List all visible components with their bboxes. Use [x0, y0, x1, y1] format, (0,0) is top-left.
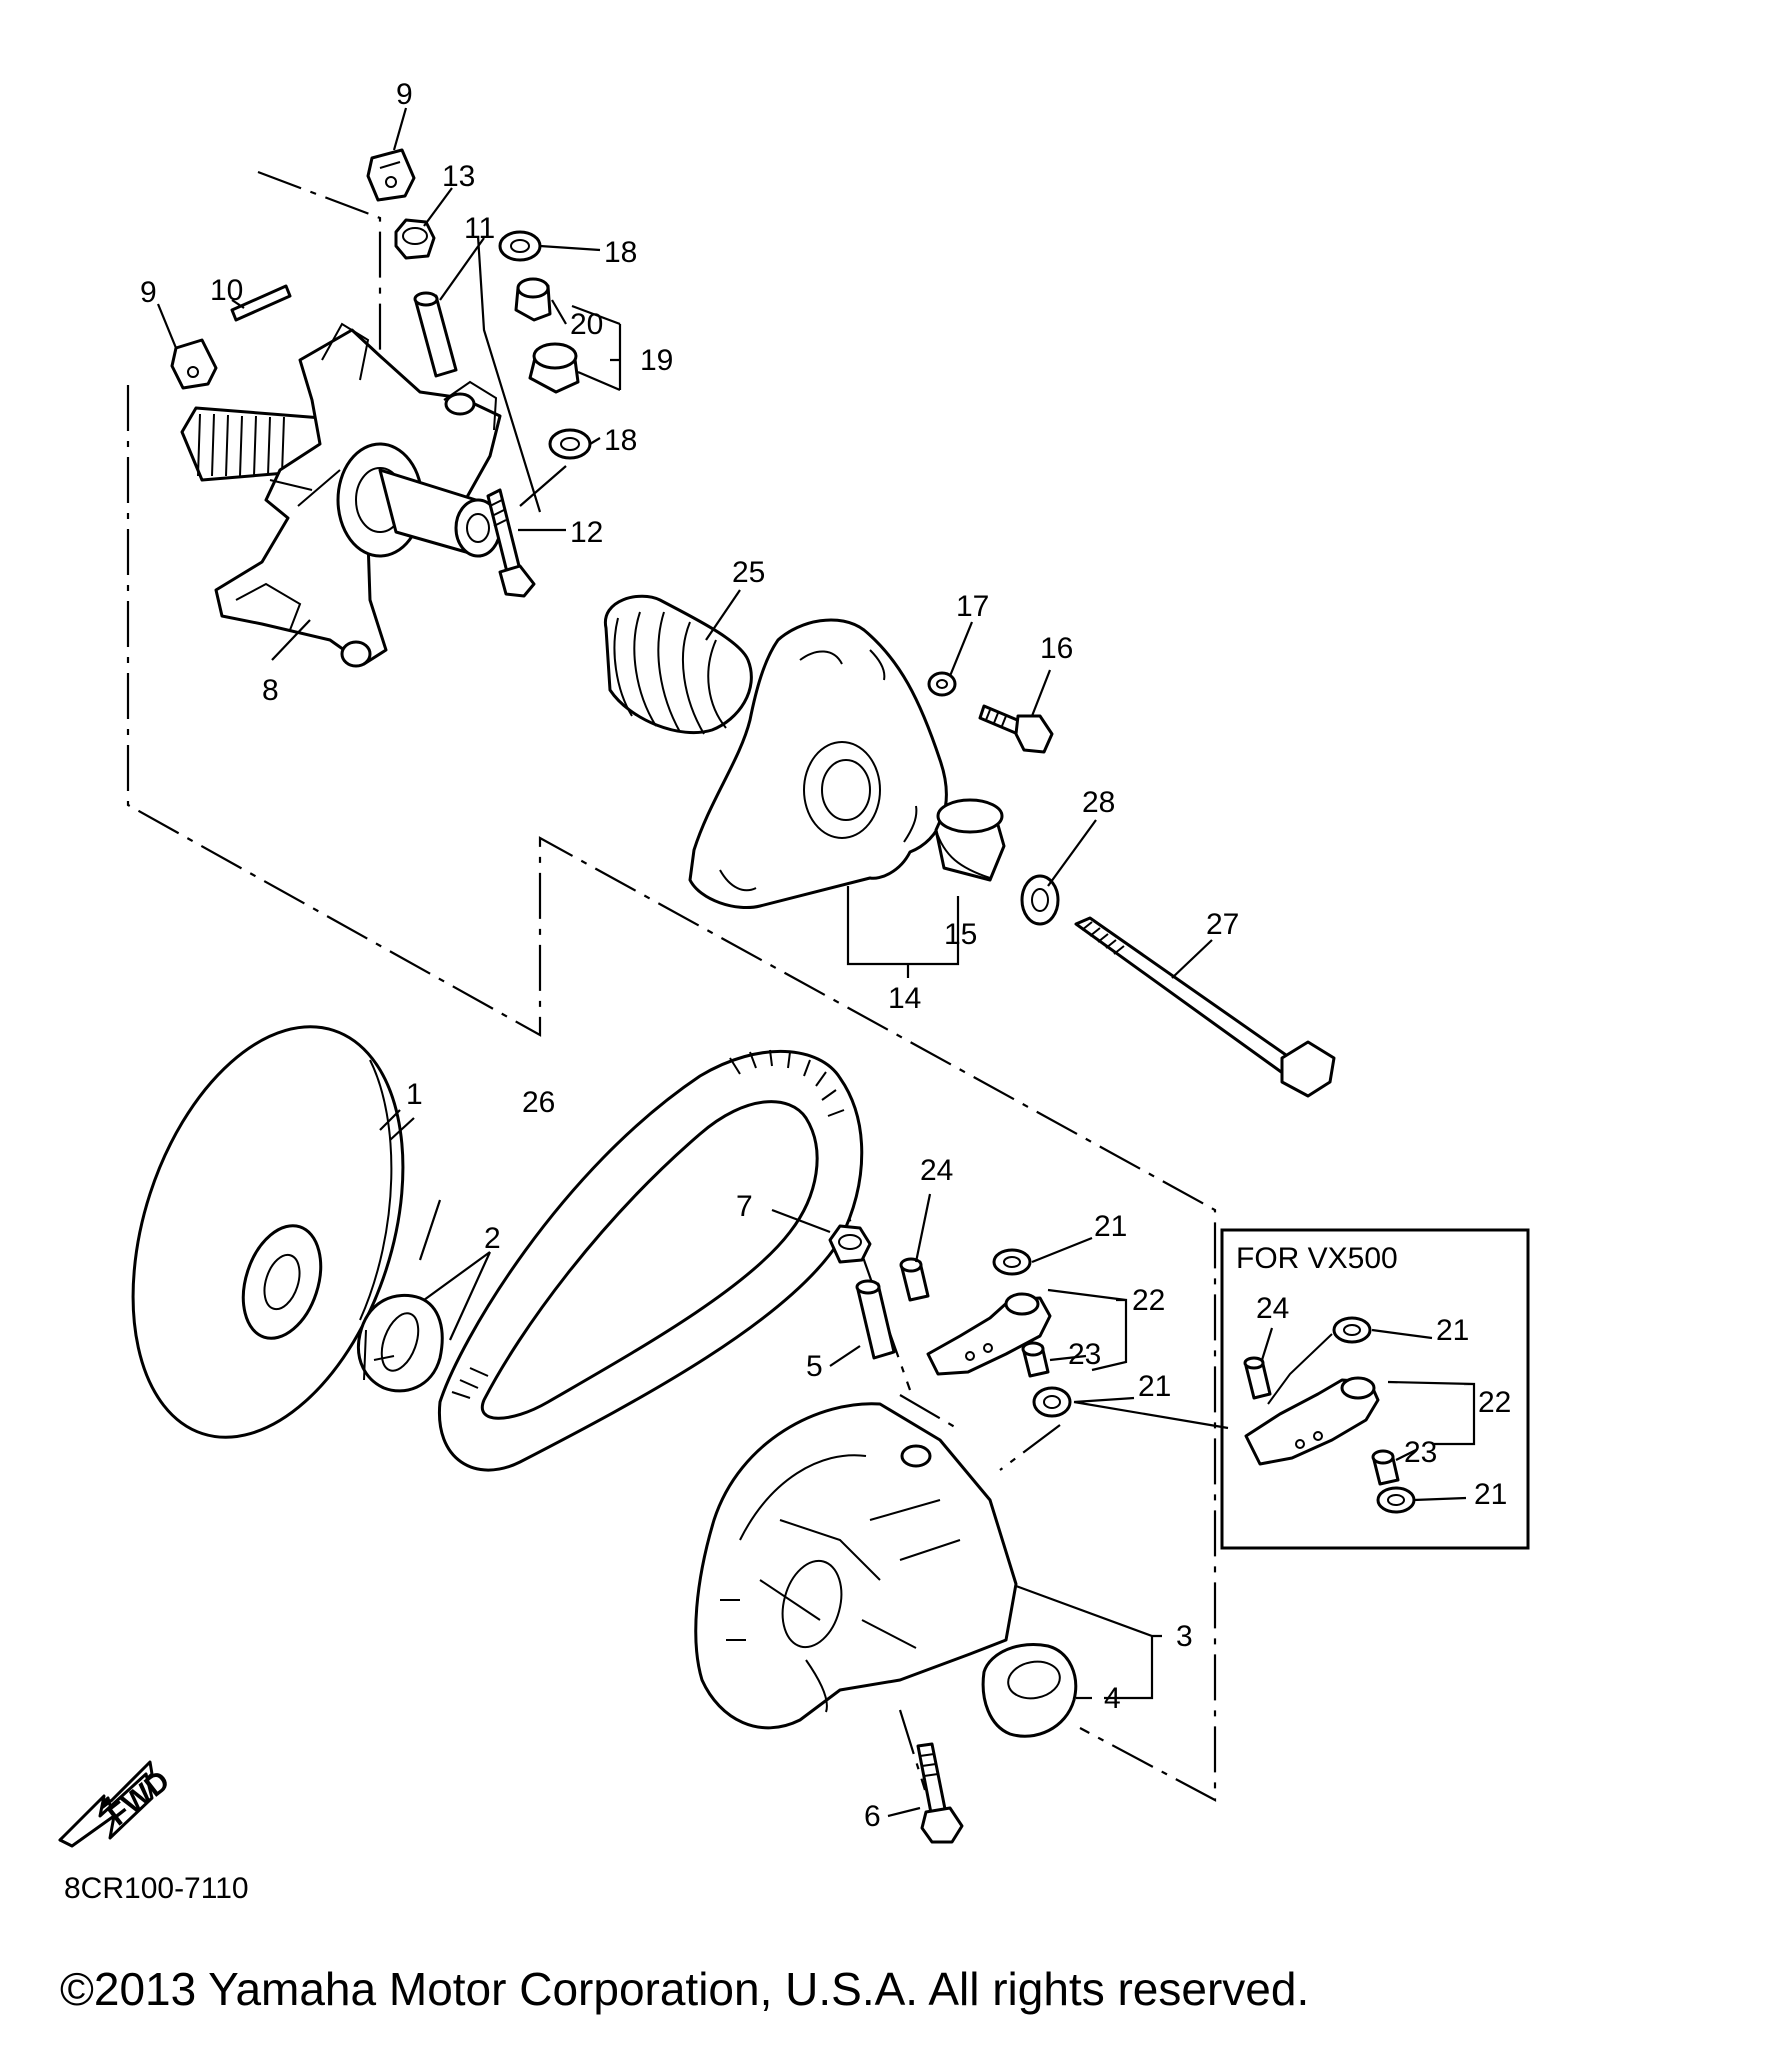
part-14-sheave-cover — [688, 618, 948, 910]
part-number-labels: 9 13 11 18 20 19 18 12 9 10 8 25 17 16 2… — [64, 78, 1511, 1905]
label-16: 16 — [1040, 632, 1073, 665]
part-12-bolt — [486, 488, 536, 598]
part-10-pin — [230, 284, 292, 322]
label-5: 5 — [806, 1350, 823, 1383]
drawing-code: 8CR100-7110 — [64, 1872, 249, 1905]
label-8: 8 — [262, 674, 279, 707]
inset-label-24: 24 — [1256, 1292, 1289, 1325]
inset-label-23: 23 — [1404, 1436, 1437, 1469]
copyright-notice: ©2013 Yamaha Motor Corporation, U.S.A. A… — [60, 1963, 1310, 2015]
part-4-bushing — [981, 1642, 1078, 1738]
part-9-weight-clip-upper — [366, 148, 416, 202]
label-6: 6 — [864, 1800, 881, 1833]
label-14: 14 — [888, 982, 921, 1015]
part-16-bolt — [978, 704, 1054, 754]
fwd-arrow-icon: FWD — [58, 1760, 176, 1848]
inset-label-21-upper: 21 — [1436, 1314, 1469, 1347]
part-7-nut — [828, 1224, 872, 1264]
part-8-spider-hub — [180, 322, 502, 668]
label-4: 4 — [1104, 1682, 1121, 1715]
part-9-weight-clip-lower — [170, 338, 218, 390]
part-11-roller-pin — [413, 291, 458, 378]
part-22-weight-arm — [926, 1292, 1052, 1376]
label-21-lower: 21 — [1138, 1370, 1171, 1403]
part-27-long-bolt — [1074, 916, 1336, 1098]
label-18-lower: 18 — [604, 424, 637, 457]
label-23: 23 — [1068, 1338, 1101, 1371]
part-6-bolt — [916, 1742, 964, 1844]
part-2-collar — [357, 1293, 444, 1393]
part-17-washer — [927, 671, 957, 697]
part-15-bushing — [934, 798, 1006, 882]
label-24: 24 — [920, 1154, 953, 1187]
inset-for-vx500 — [1220, 1228, 1530, 1550]
label-2: 2 — [484, 1222, 501, 1255]
label-13: 13 — [442, 160, 475, 193]
part-1-fixed-sheave — [131, 1025, 405, 1439]
part-18-washer-lower — [548, 428, 592, 460]
part-25-spring — [604, 594, 753, 735]
part-3-moveable-sheave — [694, 1402, 1018, 1730]
label-17: 17 — [956, 590, 989, 623]
inset-title: FOR VX500 — [1236, 1242, 1398, 1275]
label-22: 22 — [1132, 1284, 1165, 1317]
label-12: 12 — [570, 516, 603, 549]
part-28-washer — [1020, 874, 1060, 926]
label-10: 10 — [210, 274, 243, 307]
label-18-upper: 18 — [604, 236, 637, 269]
part-23-bushing — [1021, 1341, 1050, 1378]
part-20-bushing — [514, 277, 552, 322]
label-11: 11 — [464, 212, 495, 245]
part-26-drive-belt — [437, 1049, 864, 1472]
part-5-pin — [855, 1279, 896, 1360]
leader-lines — [156, 107, 1476, 1818]
label-26: 26 — [522, 1086, 555, 1119]
inset-label-22: 22 — [1478, 1386, 1511, 1419]
label-25: 25 — [732, 556, 765, 589]
label-28: 28 — [1082, 786, 1115, 819]
label-19: 19 — [640, 344, 673, 377]
label-3: 3 — [1176, 1620, 1193, 1653]
label-1: 1 — [406, 1078, 423, 1111]
part-19-roller — [528, 342, 580, 394]
label-27: 27 — [1206, 908, 1239, 941]
part-21-washer-lower — [1032, 1386, 1072, 1418]
label-21-upper: 21 — [1094, 1210, 1127, 1243]
label-20: 20 — [570, 308, 603, 341]
label-7: 7 — [736, 1190, 753, 1223]
part-24-pin — [899, 1257, 930, 1302]
label-9-upper: 9 — [396, 78, 413, 111]
label-9-lower: 9 — [140, 276, 157, 309]
part-21-washer-upper — [992, 1248, 1032, 1276]
part-13-nut — [394, 218, 436, 260]
label-15: 15 — [944, 918, 977, 951]
part-18-washer-upper — [498, 230, 542, 262]
inset-label-21-lower: 21 — [1474, 1478, 1507, 1511]
